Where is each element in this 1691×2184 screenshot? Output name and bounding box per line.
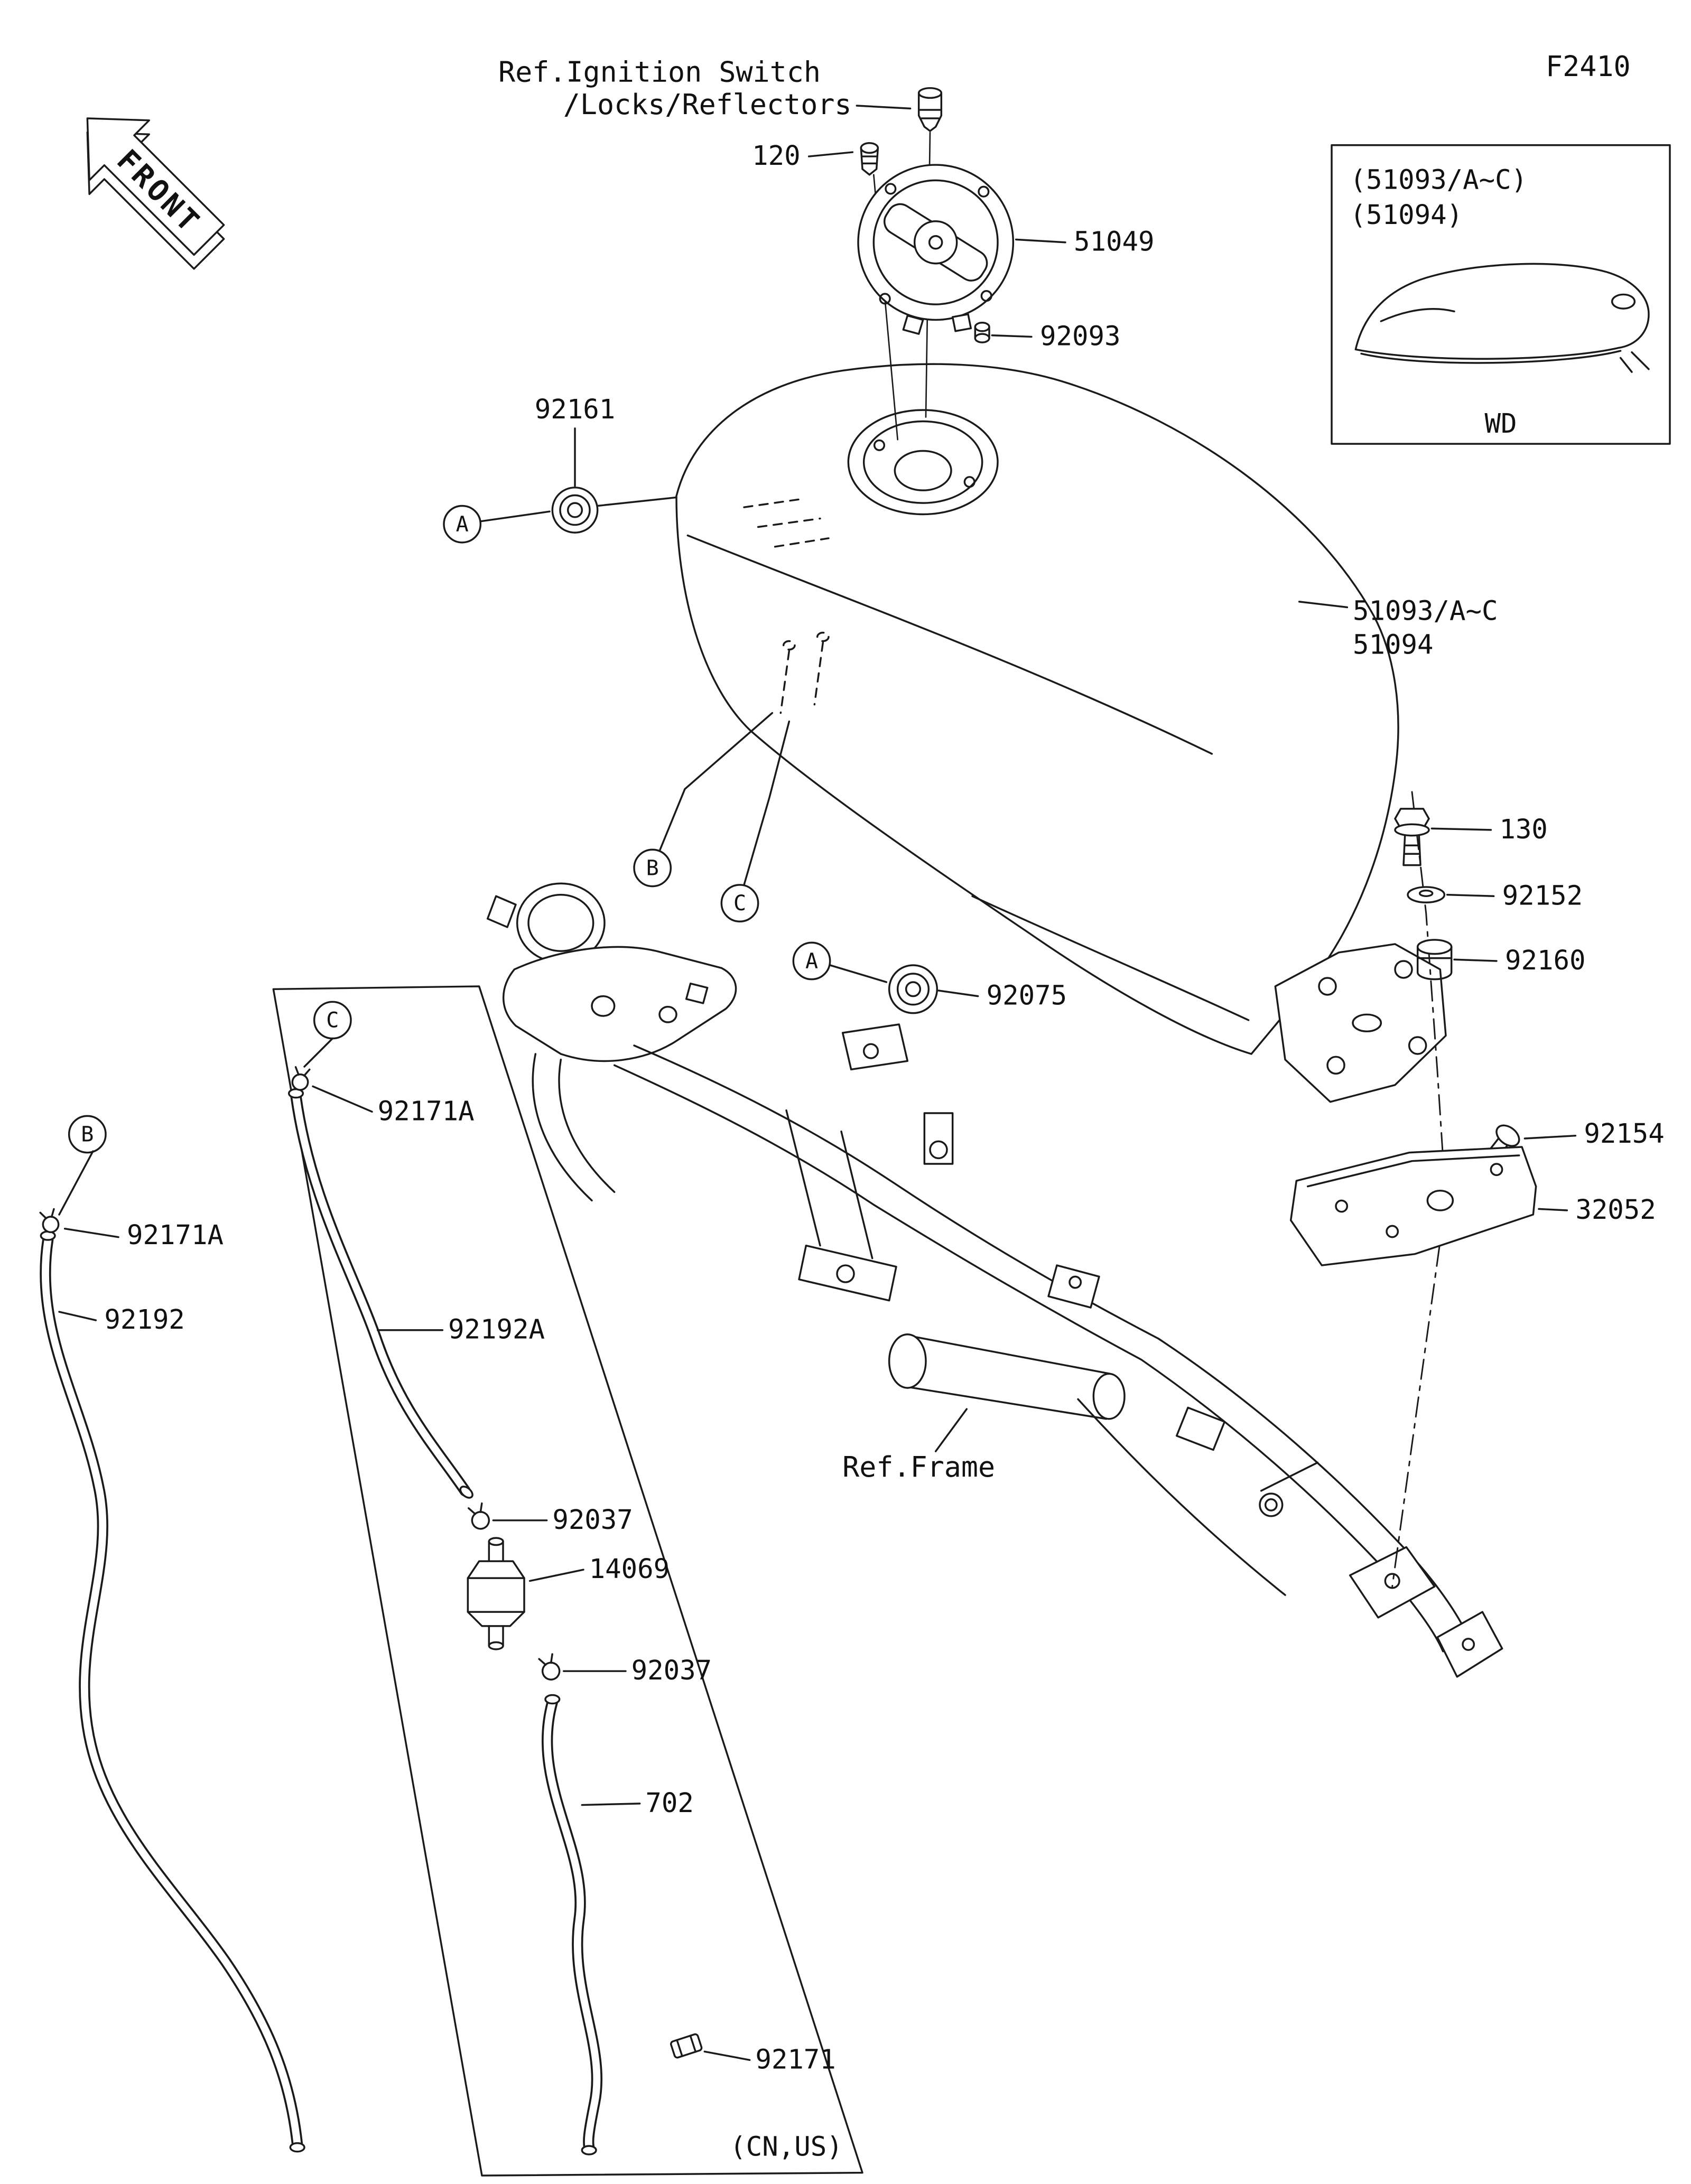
- part-92161-damper: 92161: [535, 394, 677, 534]
- part-14069-filter: 14069: [467, 1537, 670, 1650]
- part-92171A-clamp-left: 92171A: [39, 1208, 224, 1250]
- callout-C-hose: C: [303, 1001, 352, 1068]
- tank-rear-bracket: [1274, 943, 1447, 1103]
- part-120-bolt: 120: [752, 140, 879, 176]
- label-92152: 92152: [1502, 880, 1583, 911]
- part-92037-clamp-top: 92037: [468, 1502, 633, 1535]
- part-92160-grommet: 92160: [1416, 939, 1585, 981]
- label-92037-bottom: 92037: [631, 1655, 712, 1686]
- callout-C-letter: C: [733, 891, 746, 916]
- part-92171-clamp: 92171: [670, 2033, 836, 2075]
- part-32052-bracket: 32052: [1289, 1146, 1656, 1266]
- figure-code: F2410: [1546, 50, 1631, 83]
- callout-B-tank: B: [633, 712, 774, 888]
- ref-frame-label: Ref.Frame: [842, 1408, 995, 1483]
- label-32052: 32052: [1575, 1194, 1656, 1225]
- part-92075-damper: 92075: [888, 964, 1067, 1014]
- hose-kit-boundary: [272, 985, 863, 2177]
- fuel-tank-drawing: [675, 363, 1399, 1055]
- label-14069: 14069: [589, 1553, 670, 1584]
- label-702: 702: [645, 1787, 693, 1818]
- front-arrow-label: FRONT: [110, 143, 207, 240]
- part-92192A-hose: 92192A: [287, 1088, 545, 1499]
- inset-variant-box: (51093/A~C) (51094) WD: [1331, 144, 1671, 445]
- callout-A-frame: A: [792, 941, 888, 983]
- label-51094: 51094: [1353, 629, 1433, 660]
- inset-view-label: WD: [1485, 408, 1517, 439]
- label-92171A-left: 92171A: [127, 1219, 224, 1250]
- label-92192: 92192: [104, 1304, 184, 1335]
- part-92152-washer: 92152: [1407, 880, 1583, 911]
- label-51093: 51093/A~C: [1353, 595, 1498, 627]
- part-130-bolt: 130: [1394, 808, 1548, 866]
- frame-drawing: [486, 882, 1503, 1678]
- ignition-screw-icon: [917, 87, 943, 132]
- label-51049: 51049: [1074, 226, 1154, 257]
- label-92192A: 92192A: [448, 1314, 545, 1345]
- label-92171A-mid: 92171A: [378, 1095, 475, 1126]
- front-direction-arrow: FRONT: [86, 117, 225, 270]
- part-702-hose: 702: [542, 1694, 694, 2155]
- mount-centerline: [1391, 791, 1447, 1588]
- tank-part-label: 51093/A~C 51094: [1298, 595, 1498, 660]
- callout-A-letter: A: [805, 949, 818, 973]
- label-92154: 92154: [1584, 1118, 1664, 1149]
- part-92037-clamp-bottom: 92037: [538, 1653, 712, 1686]
- label-130: 130: [1499, 814, 1547, 845]
- label-92093: 92093: [1040, 320, 1120, 351]
- ref-frame-text: Ref.Frame: [842, 1450, 995, 1483]
- ref-ignition-label: Ref.Ignition Switch /Locks/Reflectors: [498, 55, 912, 121]
- callout-A-tank: A: [443, 505, 551, 544]
- label-92161: 92161: [535, 394, 615, 425]
- region-note: (CN,US): [730, 2131, 842, 2162]
- label-120: 120: [752, 140, 800, 171]
- label-92171: 92171: [755, 2043, 835, 2075]
- part-92171A-clamp-mid: 92171A: [291, 1066, 475, 1126]
- label-92075: 92075: [987, 980, 1067, 1011]
- callout-B-letter: B: [81, 1122, 94, 1146]
- ref-ignition-line2: /Locks/Reflectors: [563, 88, 852, 121]
- label-92037-top: 92037: [552, 1504, 633, 1535]
- part-51049-fuel-cap: 51049: [857, 164, 1154, 335]
- callout-B-hose: B: [58, 1115, 107, 1216]
- callout-A-letter: A: [456, 512, 469, 536]
- inset-line2: (51094): [1350, 199, 1463, 230]
- part-92192-hose: 92192: [40, 1230, 305, 2153]
- callout-C-tank: C: [720, 720, 791, 923]
- label-92160: 92160: [1505, 945, 1585, 976]
- callout-B-letter: B: [646, 856, 659, 880]
- inset-tank-silhouette: [1354, 263, 1650, 373]
- part-92093-grommet: 92093: [974, 320, 1120, 351]
- callout-C-letter: C: [326, 1008, 339, 1032]
- ref-ignition-line1: Ref.Ignition Switch: [498, 55, 821, 89]
- inset-line1: (51093/A~C): [1350, 164, 1527, 195]
